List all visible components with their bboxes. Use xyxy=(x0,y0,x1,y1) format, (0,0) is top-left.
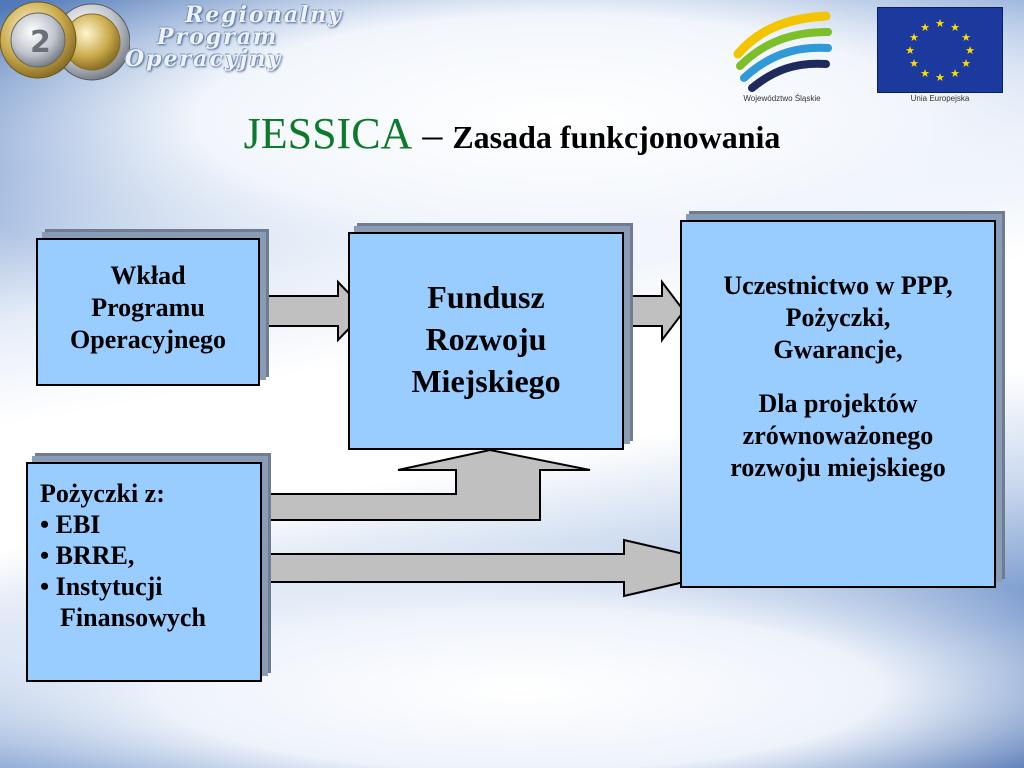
euro-coins-icon: 2 xyxy=(0,1,130,81)
svg-text:★: ★ xyxy=(909,31,919,44)
loans-box: Pożyczki z: • EBI • BRRE, • Instytucji F… xyxy=(26,462,262,682)
silesia-region-logo-icon xyxy=(733,11,832,92)
svg-text:★: ★ xyxy=(950,21,960,34)
eu-flag-icon: ★ ★ ★ ★ ★ ★ ★ ★ ★ ★ ★ ★ xyxy=(877,7,1003,93)
title-subtitle: Zasada funkcjonowania xyxy=(452,119,781,155)
svg-text:★: ★ xyxy=(909,57,919,70)
header: 2 Regionalny Program Operacyjny Wojewódz… xyxy=(0,0,1024,110)
fund-box: Fundusz Rozwoju Miejskiego xyxy=(348,232,624,450)
arrow-fund-to-outputs xyxy=(613,279,686,343)
outputs-purpose: Dla projektów zrównoważonego rozwoju mie… xyxy=(682,388,994,484)
svg-text:★: ★ xyxy=(961,31,971,44)
outputs-line-1: Uczestnictwo w PPP, xyxy=(723,271,953,300)
arrow-loans-to-fund xyxy=(261,448,591,521)
title-dash: – xyxy=(412,112,453,157)
outputs-instruments: Uczestnictwo w PPP, Pożyczki, Gwarancje, xyxy=(682,270,994,366)
svg-text:★: ★ xyxy=(965,44,975,57)
arrow-loans-to-outputs xyxy=(263,538,745,598)
contribution-box: Wkład Programu Operacyjnego xyxy=(36,238,260,386)
page-title: JESSICA – Zasada funkcjonowania xyxy=(0,108,1024,159)
outputs-box: Uczestnictwo w PPP, Pożyczki, Gwarancje,… xyxy=(680,220,996,588)
loans-item-financial: Finansowych xyxy=(60,603,206,632)
outputs-line-2: Pożyczki, xyxy=(785,303,891,332)
program-logo-line-2: Program xyxy=(157,24,279,50)
svg-text:★: ★ xyxy=(920,21,930,34)
outputs-line-5: zrównoważonego xyxy=(742,421,934,450)
outputs-line-6: rozwoju miejskiego xyxy=(730,453,946,482)
svg-text:★: ★ xyxy=(935,71,945,84)
contribution-line-1: Wkład xyxy=(110,261,186,290)
fund-line-2: Rozwoju xyxy=(425,321,547,357)
program-logo-line-3: Operacyjny xyxy=(125,46,283,72)
svg-text:2: 2 xyxy=(30,25,51,60)
loans-heading: Pożyczki z: xyxy=(40,479,165,508)
eu-caption: Unia Europejska xyxy=(910,94,970,103)
program-logo-line-1: Regionalny xyxy=(185,2,344,28)
contribution-line-3: Operacyjnego xyxy=(70,325,226,354)
svg-text:★: ★ xyxy=(935,17,945,30)
loans-item-ebi: • EBI xyxy=(40,510,101,539)
loans-item-brre: • BRRE, xyxy=(40,541,135,570)
fund-line-1: Fundusz xyxy=(427,279,545,315)
svg-text:★: ★ xyxy=(950,67,960,80)
outputs-line-4: Dla projektów xyxy=(758,389,918,418)
contribution-line-2: Programu xyxy=(91,293,205,322)
loans-item-institutions: • Instytucji xyxy=(40,572,163,601)
svg-text:★: ★ xyxy=(920,67,930,80)
program-logo-text: Regionalny Program Operacyjny xyxy=(125,4,343,70)
svg-text:★: ★ xyxy=(905,44,915,57)
svg-text:★: ★ xyxy=(961,57,971,70)
title-main: JESSICA xyxy=(243,109,413,158)
region-caption: Województwo Śląskie xyxy=(743,94,821,103)
outputs-line-3: Gwarancje, xyxy=(773,335,903,364)
fund-line-3: Miejskiego xyxy=(411,363,561,399)
